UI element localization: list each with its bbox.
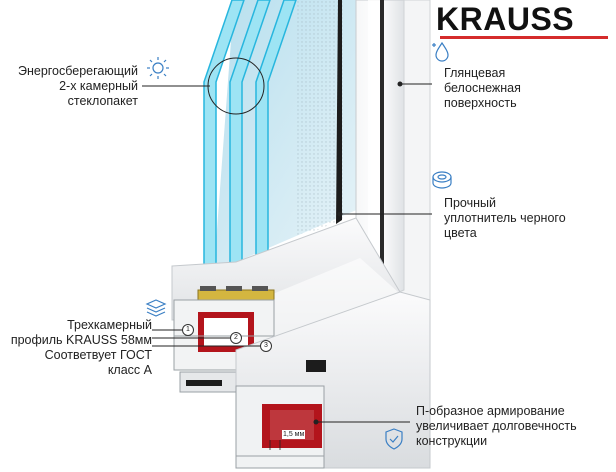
thickness-dimension-label: 1,5 мм	[282, 430, 306, 439]
frame-steel-reinforcement	[262, 404, 322, 448]
dotted-pane	[296, 0, 344, 235]
glass-unit-caption: Энергосберегающий 2-х камерный стеклопак…	[17, 64, 138, 108]
sun-icon	[147, 57, 169, 79]
chamber-badge-2: 2	[230, 332, 242, 344]
glass-magnifier-circle	[207, 57, 265, 115]
seal-ring-icon	[432, 171, 452, 189]
profile-caption: Трехкамерный профиль KRAUSS 58мм Соответ…	[10, 318, 152, 377]
surface-caption: Глянцевая белоснежная поверхность	[444, 66, 521, 110]
black-seal-strip	[336, 0, 342, 224]
chamber-badge-1: 1	[182, 324, 194, 336]
logo-underline	[440, 36, 608, 39]
sparkle-drop-icon	[432, 41, 449, 62]
reinforcement-caption: П-образное армирование увеличивает долго…	[416, 404, 577, 448]
logo-wordmark: KRAUSS	[436, 1, 575, 37]
chamber-badge-3: 3	[260, 340, 272, 352]
shield-check-icon	[385, 428, 403, 450]
krauss-logo: KRAUSS	[436, 3, 612, 39]
seal-caption: Прочный уплотнитель черного цвета	[444, 196, 566, 240]
layers-icon	[145, 299, 167, 317]
